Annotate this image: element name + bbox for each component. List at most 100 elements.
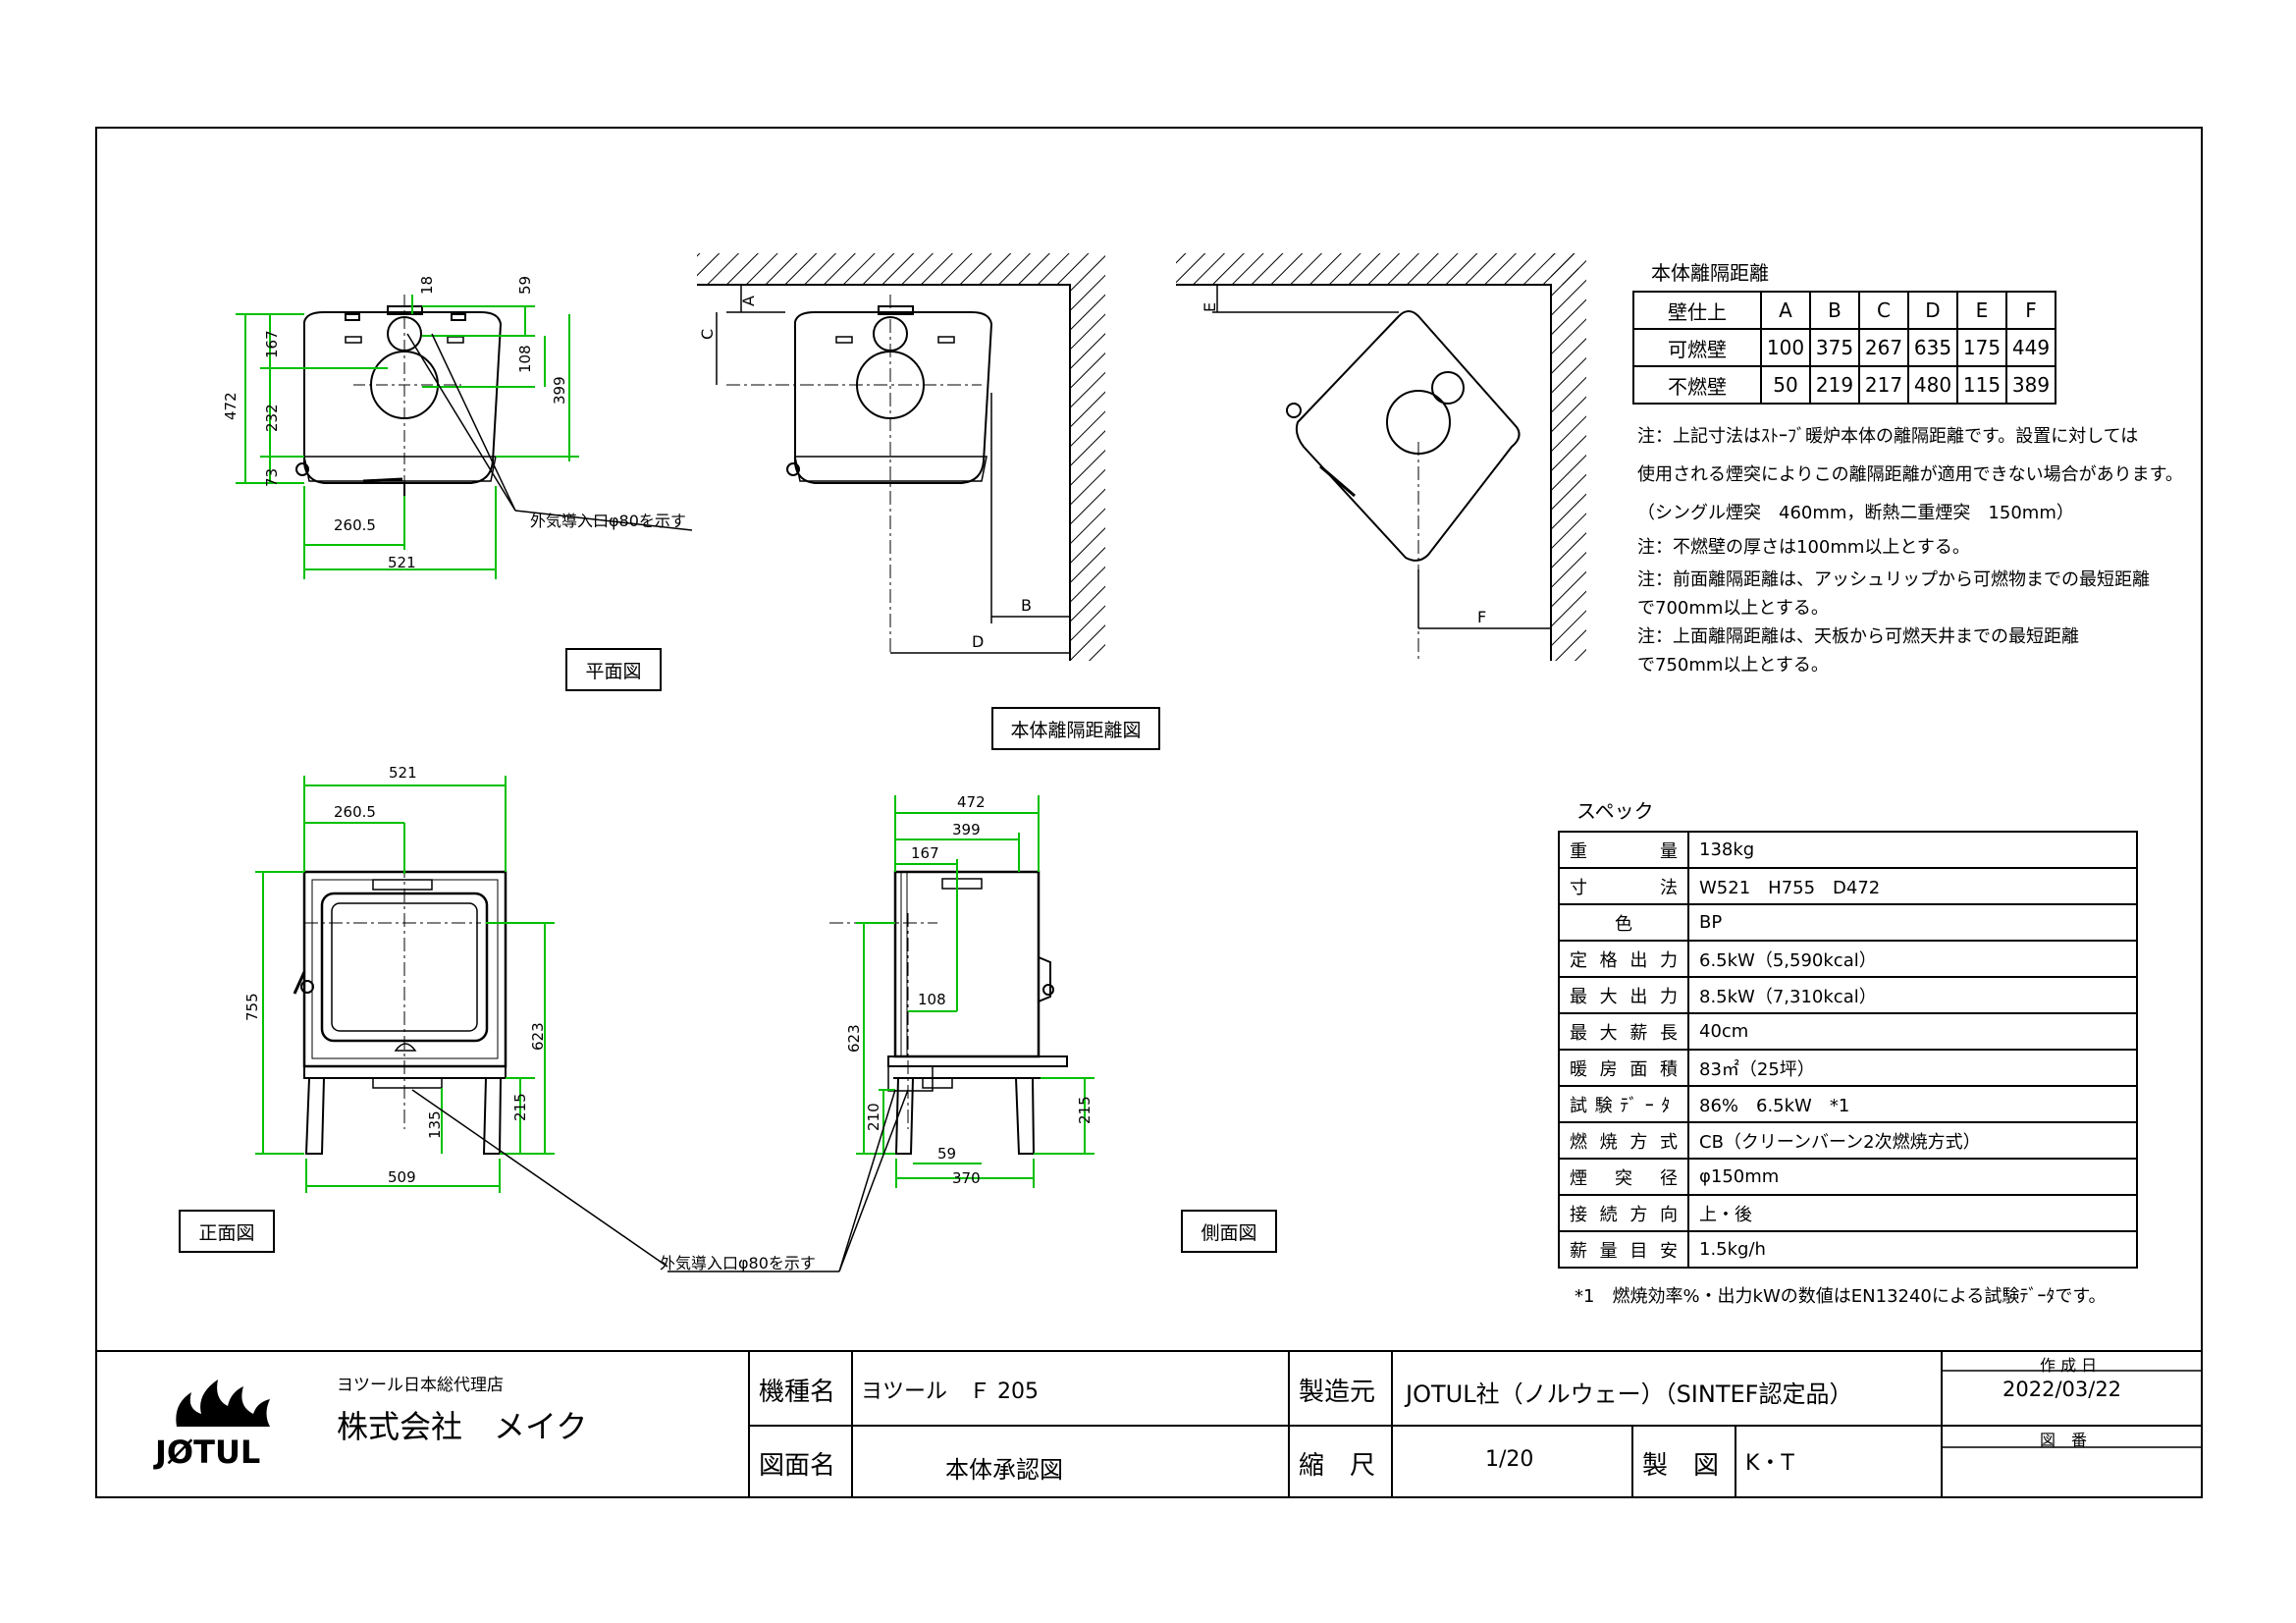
clearance-row-noncombustible: 不燃壁 50 219 217 480 115 389 <box>1632 365 2056 405</box>
spec-value: CB（クリーンバーン2次燃焼方式） <box>1687 1121 2138 1160</box>
spec-key: 試験ﾃﾞｰﾀ <box>1558 1085 1689 1123</box>
clearance-cell: 50 <box>1760 365 1811 405</box>
front-view <box>255 776 668 1268</box>
clearance-view-label: 本体離隔距離図 <box>991 707 1160 750</box>
side-view-label: 側面図 <box>1181 1210 1277 1253</box>
clearance-header-cell: B <box>1809 291 1860 330</box>
front-dim-755: 755 <box>243 993 261 1021</box>
spec-title: スペック <box>1576 799 1654 823</box>
drafter-value: K・T <box>1745 1451 1794 1476</box>
spec-value: W521 H755 D472 <box>1687 867 2138 905</box>
side-dim-370: 370 <box>952 1169 981 1187</box>
side-dim-108: 108 <box>918 991 946 1008</box>
scale-label: 縮 尺 <box>1299 1451 1376 1481</box>
spec-value: 6.5kW（5,590kcal） <box>1687 940 2138 978</box>
note-line: 注：前面離隔距離は、アッシュリップから可燃物までの最短距離 <box>1637 569 2150 590</box>
date-label: 作 成 日 <box>2040 1356 2098 1375</box>
note-line: で700mm以上とする。 <box>1637 598 1829 619</box>
front-dim-509: 509 <box>388 1168 416 1186</box>
clearance-row-combustible: 可燃壁 100 375 267 635 175 449 <box>1632 328 2056 367</box>
letter-e: E <box>1201 302 1219 312</box>
spec-key: 燃焼方式 <box>1558 1121 1689 1160</box>
spec-key: 薪量目安 <box>1558 1230 1689 1269</box>
clearance-cell: 635 <box>1907 328 1958 367</box>
spec-value: 40cm <box>1687 1012 2138 1051</box>
side-dim-215: 215 <box>1076 1096 1094 1124</box>
spec-value: BP <box>1687 903 2138 942</box>
model-label: 機種名 <box>759 1378 836 1407</box>
spec-footnote: *1 燃焼効率%・出力kWの数値はEN13240による試験ﾃﾞｰﾀです。 <box>1575 1286 2107 1307</box>
plan-dim-521: 521 <box>388 554 416 571</box>
plan-dim-472: 472 <box>222 392 240 420</box>
scale-value: 1/20 <box>1485 1447 1534 1472</box>
date-value: 2022/03/22 <box>2002 1378 2122 1401</box>
drawing-label: 図面名 <box>759 1451 836 1481</box>
clearance-cell: 115 <box>1956 365 2007 405</box>
letter-c: C <box>698 329 717 340</box>
spec-value: 8.5kW（7,310kcal） <box>1687 976 2138 1014</box>
model-value: ヨツール Ｆ 205 <box>861 1380 1039 1404</box>
plan-dim-73: 73 <box>263 468 281 487</box>
note-line: 使用される煙突によりこの離隔距離が適用できない場合があります。 <box>1637 464 2183 485</box>
side-view <box>667 795 1095 1272</box>
company-name: 株式会社 メイク <box>337 1408 588 1445</box>
clearance-header-row: 壁仕上 A B C D E F <box>1632 291 2056 330</box>
drawing-value: 本体承認図 <box>945 1456 1063 1484</box>
side-dim-399: 399 <box>952 821 981 839</box>
letter-d: D <box>972 632 984 651</box>
note-line: 注：不燃壁の厚さは100mm以上とする。 <box>1637 537 1970 558</box>
clearance-header-cell: D <box>1907 291 1958 330</box>
clearance-header-cell: E <box>1956 291 2007 330</box>
spec-key: 暖房面積 <box>1558 1049 1689 1087</box>
clearance-cell: 可燃壁 <box>1632 328 1762 367</box>
side-dim-210: 210 <box>865 1103 882 1131</box>
note-line: 注：上記寸法はｽﾄｰﾌﾞ暖炉本体の離隔距離です。設置に対しては <box>1637 426 2139 447</box>
spec-key: 接続方向 <box>1558 1194 1689 1232</box>
clearance-header-cell: 壁仕上 <box>1632 291 1762 330</box>
clearance-view-corner <box>1176 253 1586 661</box>
clearance-cell: 217 <box>1858 365 1909 405</box>
clearance-table: 壁仕上 A B C D E F 可燃壁 100 375 267 635 175 … <box>1632 291 2056 405</box>
side-dim-472: 472 <box>957 793 986 811</box>
clearance-cell: 175 <box>1956 328 2007 367</box>
title-block-grid <box>96 1350 2202 1497</box>
spec-key: 寸法 <box>1558 867 1689 905</box>
letter-a: A <box>739 296 758 306</box>
clearance-cell: 267 <box>1858 328 1909 367</box>
notes-block: 注：上記寸法はｽﾄｰﾌﾞ暖炉本体の離隔距離です。設置に対しては 使用される煙突に… <box>1637 422 2183 679</box>
clearance-cell: 不燃壁 <box>1632 365 1762 405</box>
clearance-header-cell: C <box>1858 291 1909 330</box>
clearance-cell: 480 <box>1907 365 1958 405</box>
agent-small-text: ヨツール日本総代理店 <box>337 1376 504 1395</box>
plan-inlet-note: 外気導入口φ80を示す <box>530 512 686 530</box>
spec-key: 最大薪長 <box>1558 1012 1689 1051</box>
note-line: （シングル煙突 460mm，断熱二重煙突 150mm） <box>1637 503 2074 523</box>
letter-b: B <box>1021 596 1032 615</box>
plan-dim-59: 59 <box>516 276 534 295</box>
plan-view <box>236 295 693 579</box>
jotul-logo: JØTUL <box>153 1380 270 1471</box>
spec-value: 138kg <box>1687 831 2138 869</box>
spec-key: 定格出力 <box>1558 940 1689 978</box>
spec-row: 接続方向上・後 <box>1558 1194 2138 1232</box>
plan-dim-232: 232 <box>263 404 281 432</box>
plan-dim-260-5: 260.5 <box>334 516 376 534</box>
clearance-header-cell: A <box>1760 291 1811 330</box>
spec-key: 色 <box>1558 903 1689 942</box>
clearance-view-rear <box>697 253 1105 661</box>
note-line: で750mm以上とする。 <box>1637 655 1829 676</box>
clearance-cell: 375 <box>1809 328 1860 367</box>
drafter-label: 製 図 <box>1642 1451 1720 1481</box>
clearance-header-cell: F <box>2005 291 2056 330</box>
plan-dim-108: 108 <box>516 345 534 373</box>
clearance-cell: 449 <box>2005 328 2056 367</box>
